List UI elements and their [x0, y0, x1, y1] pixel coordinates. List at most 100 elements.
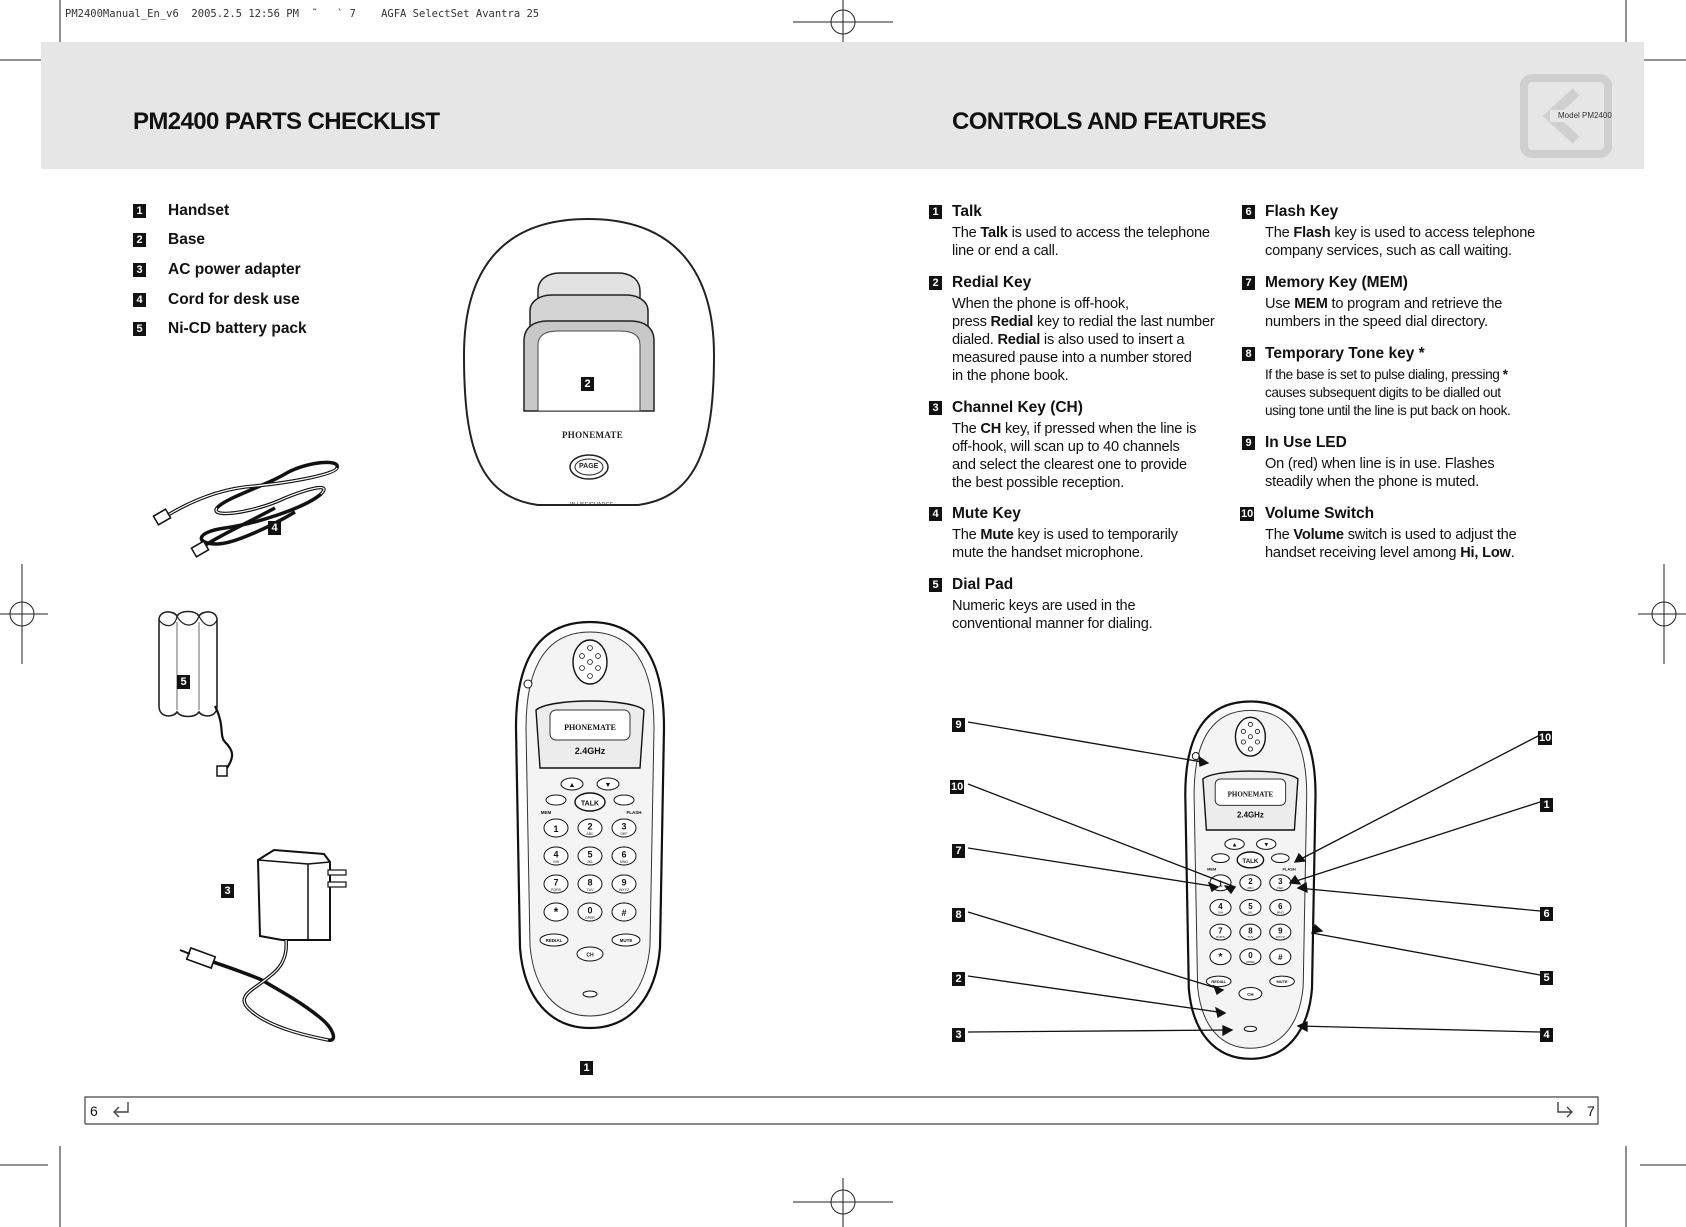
callout-number: 4: [1540, 1028, 1553, 1042]
mem-key: [545, 794, 567, 806]
cord-illustration: [152, 460, 339, 558]
page-number-left: 6: [90, 1103, 98, 1119]
keypad-key: [611, 846, 637, 866]
key-letters: DEF: [1277, 886, 1283, 890]
diagram-callout: 8: [952, 905, 965, 923]
keypad-key: [543, 874, 569, 894]
key-digit: 5: [1248, 902, 1253, 911]
part-number: 3: [133, 263, 146, 277]
keypad-key: [1239, 899, 1262, 916]
speaker-hole: [587, 645, 593, 651]
key-letters: OPER: [1246, 960, 1256, 964]
feature-item: 9 In Use LED On (red) when line is in us…: [1242, 433, 1565, 491]
key-letters: WXYZ: [619, 888, 630, 892]
callout-number: 4: [268, 521, 281, 535]
key-letters: JKL: [587, 860, 593, 864]
up-arrow-icon: ▲: [569, 782, 576, 789]
part-label: Base: [168, 231, 206, 248]
key-digit: #: [1278, 953, 1283, 962]
flash-key-label: FLASH: [627, 810, 642, 815]
diagram-callout: 10: [1538, 728, 1553, 746]
diagram-callout: 7: [952, 841, 965, 859]
flash-key-label: FLASH: [1283, 866, 1296, 871]
talk-key: [1236, 851, 1265, 869]
feature-title: Channel Key (CH): [952, 399, 1083, 416]
key-letters: OPER: [585, 916, 595, 920]
key-digit: 4: [553, 850, 558, 860]
part-number: 4: [133, 293, 146, 307]
callout-number: 1: [580, 1061, 593, 1075]
feature-item: 4 Mute Key The Mute key is used to tempo…: [929, 504, 1252, 562]
callout-number: 1: [1540, 798, 1553, 812]
callout-number: 3: [952, 1028, 965, 1042]
callout-adapter: 3: [221, 881, 234, 899]
in-use-led: [1191, 752, 1200, 761]
key-letters: TUV: [587, 888, 595, 892]
key-letters: GHI: [1218, 911, 1224, 915]
base-page-button[interactable]: PAGE: [579, 463, 599, 470]
handset-brand-logo: PHONEMATE: [1228, 791, 1274, 799]
keypad-key: [1269, 948, 1292, 966]
mute-key: [1269, 975, 1295, 988]
key-digit: 9: [1278, 926, 1283, 935]
feature-number: 4: [929, 507, 942, 521]
flash-key: [1271, 853, 1290, 864]
keypad-key: [577, 902, 603, 922]
parts-checklist-title: PM2400 PARTS CHECKLIST: [133, 108, 440, 135]
feature-title: Dial Pad: [952, 576, 1014, 593]
diagram-callout: 4: [1540, 1025, 1553, 1043]
feature-item: 3 Channel Key (CH) The CH key, if presse…: [929, 398, 1252, 492]
back-arrow-icon: [113, 1102, 129, 1118]
header-band: [41, 42, 1644, 169]
part-label: Handset: [168, 202, 230, 219]
speaker-hole: [579, 653, 585, 659]
feature-description: If the base is set to pulse dialing, pre…: [1265, 367, 1511, 418]
feature-title: Memory Key (MEM): [1265, 274, 1408, 291]
feature-number: 5: [929, 578, 942, 592]
key-digit: 1: [553, 824, 558, 834]
key-digit: 3: [1278, 877, 1283, 886]
key-digit: 7: [553, 878, 558, 888]
key-digit: 5: [587, 850, 592, 860]
feature-number: 9: [1242, 436, 1255, 450]
feature-title: Talk: [952, 203, 982, 220]
callout-number: 10: [950, 780, 965, 794]
adapter-illustration: [179, 848, 347, 1042]
speaker-hole: [1254, 739, 1260, 745]
key-letters: ABC: [586, 832, 594, 836]
feature-title: Flash Key: [1265, 203, 1339, 220]
key-letters: JKL: [1248, 911, 1254, 915]
mute-key-label: MUTE: [1276, 979, 1288, 984]
frequency-label: 2.4GHz: [1237, 811, 1264, 820]
up-arrow-icon: ▲: [1232, 842, 1238, 849]
speaker-hole: [595, 653, 601, 659]
keypad-key: [1209, 899, 1232, 916]
key-digit: 9: [621, 878, 626, 888]
redial-key-label: REDIAL: [1211, 979, 1226, 984]
callout-number: 6: [1540, 907, 1553, 921]
redial-key: [539, 933, 569, 947]
key-digit: 6: [621, 850, 626, 860]
speaker-hole: [587, 659, 593, 665]
part-label: AC power adapter: [168, 261, 301, 278]
down-key: [596, 777, 620, 791]
feature-title: In Use LED: [1265, 434, 1347, 451]
redial-key-label: REDIAL: [546, 938, 563, 943]
key-digit: 3: [621, 822, 626, 832]
feature-item: 6 Flash Key The Flash key is used to acc…: [1242, 202, 1565, 260]
keypad-key: [543, 902, 569, 922]
key-letters: GHI: [553, 860, 559, 864]
key-digit: 2: [1248, 877, 1253, 886]
keypad-key: [1269, 899, 1292, 916]
key-digit: 1: [1218, 879, 1223, 888]
diagram-callout: 1: [1540, 795, 1553, 813]
feature-title: Mute Key: [952, 505, 1021, 522]
keypad-key: [1209, 923, 1232, 941]
feature-item: 10 Volume Switch The Volume switch is us…: [1240, 504, 1565, 562]
frequency-label: 2.4GHz: [575, 746, 606, 756]
